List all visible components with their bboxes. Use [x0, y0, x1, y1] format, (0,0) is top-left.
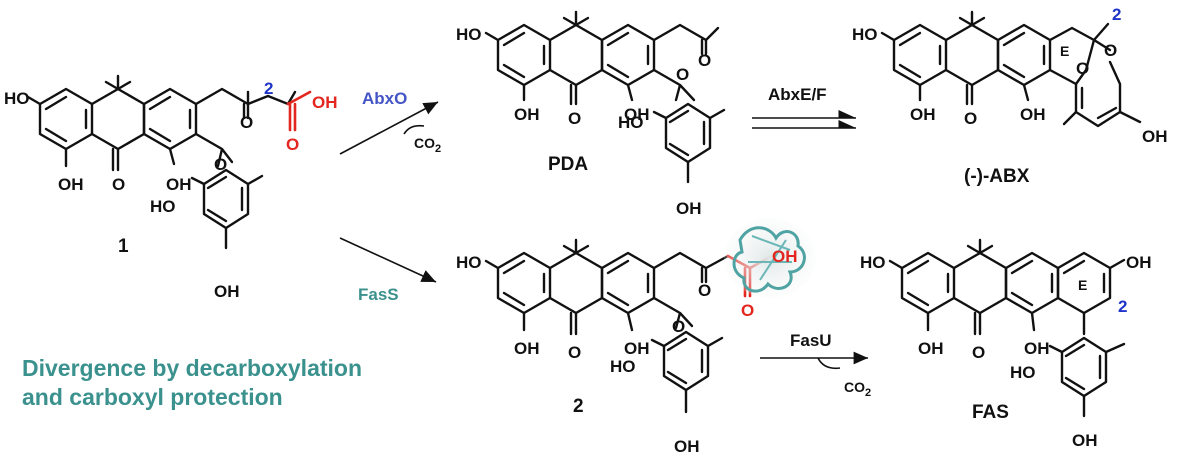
- fas-ho-aryl: HO: [1010, 363, 1036, 382]
- pda-ho-left: HO: [456, 25, 482, 44]
- compound-2-label: 2: [573, 396, 584, 417]
- fas-oh-peri: OH: [1024, 339, 1050, 358]
- c1-ho-left: HO: [4, 89, 30, 108]
- c2-o-ketone: O: [568, 343, 581, 362]
- c2-o-acid: O: [741, 301, 754, 320]
- compound-1-label: 1: [118, 236, 129, 257]
- enzyme-abxef: AbxE/F: [768, 85, 827, 104]
- c2-oh-aryl-bottom: OH: [674, 437, 700, 456]
- c1-oh-aryl-bottom: OH: [214, 282, 240, 301]
- c1-o-chain: O: [240, 113, 253, 132]
- caption-line-2: and carboxyl protection: [22, 384, 283, 410]
- abx-oh-bottom: OH: [910, 105, 936, 124]
- enzyme-fasu: FasU: [790, 331, 832, 350]
- pda-oh-peri: OH: [624, 105, 650, 124]
- c2-oh-acid: OH: [772, 247, 798, 266]
- abx-position-2: 2: [1112, 5, 1121, 24]
- arrow-fasu: [760, 351, 868, 370]
- enzyme-fass: FasS: [358, 285, 399, 304]
- c1-o-acid: O: [286, 135, 299, 154]
- c1-oh-acid: OH: [312, 93, 338, 112]
- pda-oh-bottom: OH: [514, 105, 540, 124]
- c1-ho-aryl: HO: [150, 197, 176, 216]
- fas-ho-left: HO: [860, 253, 886, 272]
- c2-oh-bottom: OH: [514, 339, 540, 358]
- c2-ho-left: HO: [456, 253, 482, 272]
- c2-o-aryl-ketone: O: [672, 317, 685, 336]
- fas-position-2: 2: [1118, 297, 1127, 316]
- fas-ring-e: E: [1078, 277, 1087, 293]
- caption-line-1: Divergence by decarboxylation: [22, 355, 363, 381]
- arrow-abxef: [752, 110, 856, 129]
- pda-oh-aryl-bottom: OH: [676, 199, 702, 218]
- c2-o-chain: O: [698, 281, 711, 300]
- fas-label: FAS: [972, 402, 1009, 423]
- c1-oh-peri: OH: [166, 175, 192, 194]
- enzyme-abxo: AbxO: [362, 89, 407, 108]
- fas-oh-right: OH: [1126, 253, 1152, 272]
- fas-structure: [888, 238, 1126, 418]
- caption: Divergence by decarboxylation and carbox…: [22, 354, 442, 412]
- c2-ho-aryl: HO: [610, 357, 636, 376]
- fas-oh-bottom: OH: [918, 339, 944, 358]
- c2-oh-peri: OH: [624, 339, 650, 358]
- fas-o-ketone: O: [972, 343, 985, 362]
- abx-oh-right: OH: [1142, 127, 1168, 146]
- pda-o-ketone: O: [568, 109, 581, 128]
- pda-structure: [484, 10, 726, 184]
- abx-structure: [880, 10, 1142, 128]
- pda-ho-aryl: HO: [618, 113, 644, 132]
- abx-o-ketone: O: [964, 109, 977, 128]
- compound-1-structure: [26, 74, 312, 250]
- arrow-abxo: [339, 101, 439, 155]
- abx-ho-left: HO: [852, 25, 878, 44]
- c1-o-aryl-ketone: O: [214, 155, 227, 174]
- abx-label: (-)-ABX: [964, 166, 1030, 187]
- protein-icon: [724, 218, 816, 298]
- abx-ring-e: E: [1060, 43, 1069, 59]
- co2-bottom: CO2: [844, 379, 871, 399]
- compound-2-structure: [484, 238, 774, 414]
- fas-oh-aryl-bottom: OH: [1072, 431, 1098, 450]
- arrow-fass: [339, 237, 437, 283]
- abx-o-bridge: O: [1076, 59, 1089, 78]
- pda-o-acetonyl: O: [698, 51, 711, 70]
- pda-label: PDA: [548, 154, 588, 175]
- c1-oh-bottom: OH: [58, 175, 84, 194]
- c1-position-2: 2: [264, 79, 273, 98]
- abx-oh-peri: OH: [1020, 105, 1046, 124]
- co2-top: CO2: [414, 135, 441, 155]
- c1-o-ketone: O: [112, 175, 125, 194]
- abx-o-pyran: O: [1104, 41, 1117, 60]
- pda-o-aryl-ketone: O: [676, 65, 689, 84]
